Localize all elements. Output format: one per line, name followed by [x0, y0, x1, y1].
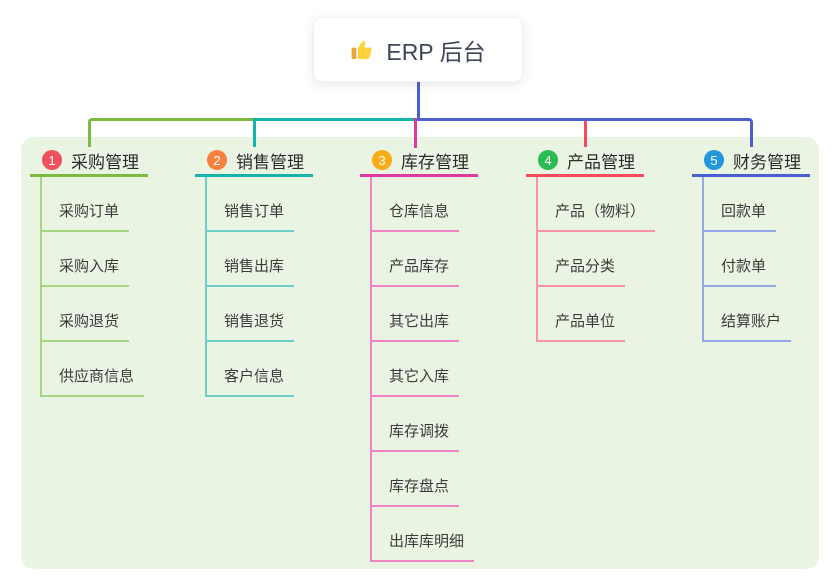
- branch-header-5[interactable]: 5 财务管理: [692, 146, 810, 177]
- child-node[interactable]: 产品库存: [372, 232, 460, 287]
- branch-1: 1 采购管理采购订单采购入库采购退货供应商信息: [30, 146, 148, 397]
- child-node[interactable]: 采购退货: [42, 287, 130, 342]
- child-node-label: 产品单位: [555, 313, 616, 330]
- connector-branch-4: [583, 120, 587, 147]
- branch-label: 销售管理: [236, 152, 304, 172]
- child-node-label: 其它出库: [389, 313, 450, 330]
- child-node[interactable]: 销售订单: [207, 177, 295, 232]
- child-node[interactable]: 结算账户: [704, 287, 792, 342]
- child-node[interactable]: 库存盘点: [372, 452, 460, 507]
- branch-index-badge: 2: [207, 150, 227, 170]
- branch-children: 仓库信息产品库存其它出库其它入库库存调拨库存盘点出库库明细: [370, 177, 478, 562]
- child-node-label: 其它入库: [389, 368, 450, 385]
- child-node-label: 付款单: [721, 258, 767, 275]
- branch-label: 财务管理: [733, 152, 801, 172]
- child-node-label: 销售出库: [224, 258, 285, 275]
- branch-5: 5 财务管理回款单付款单结算账户: [692, 146, 810, 342]
- branch-label: 库存管理: [401, 152, 469, 172]
- child-node-label: 库存盘点: [389, 478, 450, 495]
- child-node[interactable]: 回款单: [704, 177, 777, 232]
- child-node-label: 库存调拨: [389, 423, 450, 440]
- child-node[interactable]: 产品（物料）: [538, 177, 656, 232]
- child-node[interactable]: 其它出库: [372, 287, 460, 342]
- child-node[interactable]: 仓库信息: [372, 177, 460, 232]
- branch-children: 产品（物料） 产品分类产品单位: [536, 177, 656, 342]
- child-node[interactable]: 其它入库: [372, 342, 460, 397]
- branch-header-3[interactable]: 3 库存管理: [360, 146, 478, 177]
- child-node-label: 产品分类: [555, 258, 616, 275]
- branch-header-4[interactable]: 4 产品管理: [526, 146, 644, 177]
- branch-index-badge: 4: [538, 150, 558, 170]
- child-node[interactable]: 采购入库: [42, 232, 130, 287]
- child-node-label: 供应商信息: [59, 368, 135, 385]
- branch-4: 4 产品管理产品（物料） 产品分类产品单位: [526, 146, 656, 342]
- child-node-label: 仓库信息: [389, 203, 450, 220]
- child-node-label: 客户信息: [224, 368, 285, 385]
- branch-3: 3 库存管理仓库信息产品库存其它出库其它入库库存调拨库存盘点出库库明细: [360, 146, 478, 562]
- child-node-label: 回款单: [721, 203, 767, 220]
- child-node-label: 销售订单: [224, 203, 285, 220]
- branch-children: 销售订单销售出库销售退货客户信息: [205, 177, 313, 397]
- branch-header-2[interactable]: 2 销售管理: [195, 146, 313, 177]
- child-node-label: 产品库存: [389, 258, 450, 275]
- branch-index-badge: 5: [704, 150, 724, 170]
- child-node[interactable]: 供应商信息: [42, 342, 145, 397]
- child-node-label: 采购退货: [59, 313, 120, 330]
- child-node[interactable]: 付款单: [704, 232, 777, 287]
- child-node-label: 采购订单: [59, 203, 120, 220]
- child-node[interactable]: 产品单位: [538, 287, 626, 342]
- root-title: ERP 后台: [386, 38, 486, 65]
- branch-header-1[interactable]: 1 采购管理: [30, 146, 148, 177]
- child-node-label: 产品（物料）: [555, 203, 646, 220]
- branch-children: 采购订单采购入库采购退货供应商信息: [40, 177, 148, 397]
- child-node[interactable]: 产品分类: [538, 232, 626, 287]
- child-node-label: 销售退货: [224, 313, 285, 330]
- child-node[interactable]: 采购订单: [42, 177, 130, 232]
- connector-branch-5: [417, 118, 753, 147]
- child-node-label: 出库库明细: [389, 533, 465, 550]
- child-node[interactable]: 客户信息: [207, 342, 295, 397]
- trunk-connector: [417, 82, 420, 121]
- root-node[interactable]: ERP 后台: [313, 17, 523, 82]
- branch-2: 2 销售管理销售订单销售出库销售退货客户信息: [195, 146, 313, 397]
- child-node[interactable]: 出库库明细: [372, 507, 475, 562]
- child-node-label: 结算账户: [721, 313, 782, 330]
- branch-label: 采购管理: [71, 152, 139, 172]
- connector-branch-1: [87, 118, 253, 147]
- connector-branch-3: [414, 118, 417, 148]
- branch-index-badge: 1: [42, 150, 62, 170]
- child-node[interactable]: 库存调拨: [372, 397, 460, 452]
- child-node[interactable]: 销售出库: [207, 232, 295, 287]
- branch-children: 回款单付款单结算账户: [702, 177, 810, 342]
- child-node[interactable]: 销售退货: [207, 287, 295, 342]
- connector-branch-2: [252, 118, 419, 147]
- branch-label: 产品管理: [567, 152, 635, 172]
- branches-panel: [21, 137, 819, 569]
- child-node-label: 采购入库: [59, 258, 120, 275]
- branch-index-badge: 3: [372, 150, 392, 170]
- thumbs-up-icon: [350, 37, 375, 62]
